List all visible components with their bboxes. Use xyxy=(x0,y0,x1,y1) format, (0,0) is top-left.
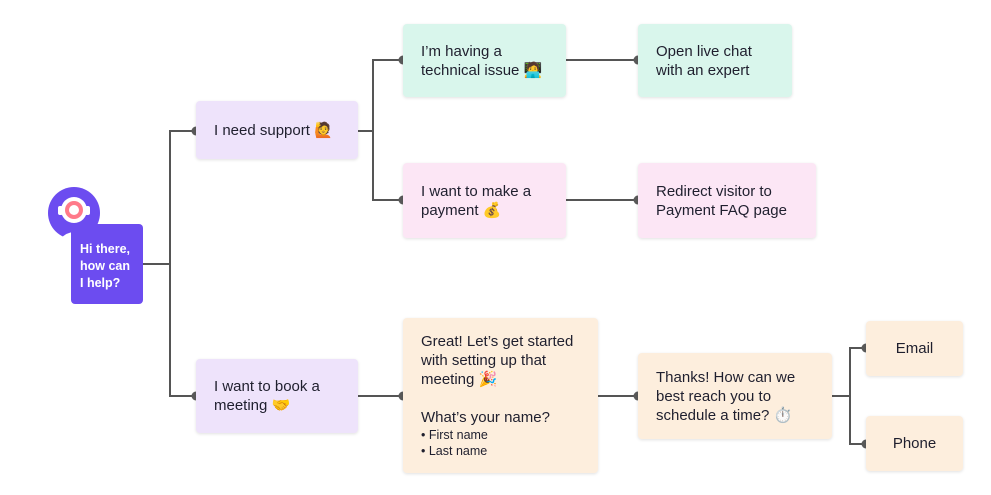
node-text: schedule a time? ⏱️ xyxy=(656,406,793,424)
bullet-first-name: • First name xyxy=(421,428,488,442)
node-phone: Phone xyxy=(866,416,963,471)
node-text: technical issue 🧑‍💻 xyxy=(421,61,543,79)
node-text: with an expert xyxy=(656,61,750,79)
name-question: What’s your name? xyxy=(421,409,550,426)
node-technical-issue: I’m having a technical issue 🧑‍💻 xyxy=(403,24,566,97)
connector-root xyxy=(143,130,196,397)
node-text: meeting 🤝 xyxy=(214,397,291,414)
node-text: Phone xyxy=(892,435,937,452)
node-text: I need support 🙋 xyxy=(214,121,333,139)
node-text: payment 💰 xyxy=(421,201,502,219)
connector-support xyxy=(358,59,403,201)
node-text: Email xyxy=(895,340,934,357)
node-live-chat: Open live chat with an expert xyxy=(638,24,792,97)
greeting-line: I help? xyxy=(80,276,121,290)
node-book-meeting: I want to book a meeting 🤝 xyxy=(196,359,358,433)
node-text: I’m having a xyxy=(421,42,502,60)
node-text: Thanks! How can we xyxy=(656,368,796,386)
greeting-line: Hi there, xyxy=(80,242,131,256)
node-text: Payment FAQ page xyxy=(656,201,787,219)
spacer xyxy=(421,389,584,408)
node-payment-faq: Redirect visitor to Payment FAQ page xyxy=(638,163,816,238)
greeting-line: how can xyxy=(80,259,131,273)
connector-reach xyxy=(832,347,866,445)
node-text: Great! Let’s get started xyxy=(421,333,574,350)
node-get-started: Great! Let’s get started with setting up… xyxy=(403,318,598,473)
node-text: meeting 🎉 xyxy=(421,371,498,388)
bot-greeting-bubble: Hi there, how can I help? xyxy=(71,224,143,304)
node-text: I want to book a xyxy=(214,378,320,395)
node-email: Email xyxy=(866,321,963,376)
node-text: I want to make a xyxy=(421,182,532,200)
node-text: best reach you to xyxy=(656,387,772,405)
node-reach-you: Thanks! How can we best reach you to sch… xyxy=(638,353,832,439)
node-text: Open live chat xyxy=(656,42,752,60)
node-need-support: I need support 🙋 xyxy=(196,101,358,159)
bullet-last-name: • Last name xyxy=(421,444,488,458)
node-text: Redirect visitor to xyxy=(656,182,772,200)
node-make-payment: I want to make a payment 💰 xyxy=(403,163,566,238)
node-text: with setting up that xyxy=(421,352,547,369)
